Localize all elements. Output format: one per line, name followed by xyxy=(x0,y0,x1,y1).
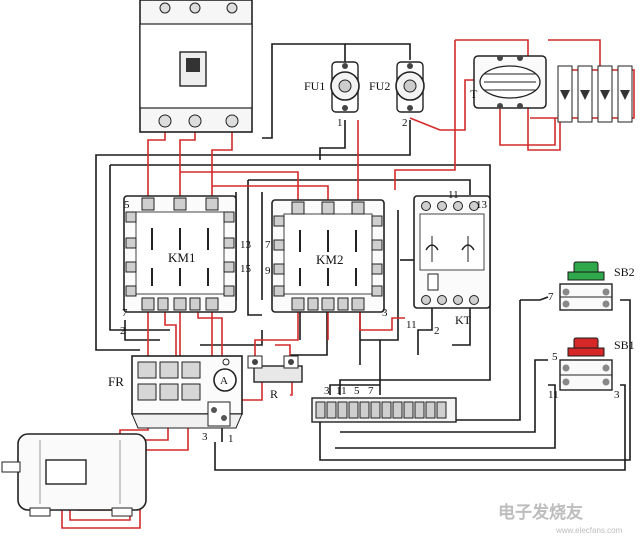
terminal-kt-11-top: 11 xyxy=(448,189,459,201)
terminal-kt-11-bottom: 11 xyxy=(406,319,417,331)
terminal-kt-2: 2 xyxy=(434,325,440,337)
terminal-block xyxy=(311,397,457,423)
terminal-block-7: 7 xyxy=(368,385,374,397)
circuit-breaker xyxy=(139,0,253,133)
km1-label: KM1 xyxy=(168,250,195,265)
time-relay-kt xyxy=(413,195,491,309)
terminal-fu2-out: 2 xyxy=(402,117,408,129)
terminal-km1-5: 5 xyxy=(124,199,130,211)
contactor-km2 xyxy=(271,199,385,313)
sb1-label: SB1 xyxy=(614,338,635,352)
fu2-label: FU2 xyxy=(369,79,390,93)
terminal-block-3: 3 xyxy=(324,385,330,397)
km2-label: KM2 xyxy=(316,252,343,267)
black-wires xyxy=(95,43,631,471)
transformer-label: T xyxy=(470,87,478,101)
pushbutton-sb1 xyxy=(559,337,613,391)
terminal-sb1-5: 5 xyxy=(552,351,558,363)
resistor-r xyxy=(247,355,303,383)
watermark-url: www.elecfans.com xyxy=(555,526,623,535)
kt-label: KT xyxy=(455,313,472,327)
terminal-km1-15: 15 xyxy=(240,263,252,275)
fuse-fu1 xyxy=(330,61,360,113)
transformer xyxy=(473,55,547,109)
terminal-fr-1: 1 xyxy=(228,433,234,445)
fuse-fu2 xyxy=(395,61,425,113)
terminal-fu1-out: 1 xyxy=(337,117,343,129)
pushbutton-sb2 xyxy=(559,261,613,311)
terminal-fr-3: 3 xyxy=(202,431,208,443)
rectifier-bridge xyxy=(557,65,633,123)
ammeter-icon xyxy=(213,368,237,392)
watermark: 电子发烧友 www.elecfans.com xyxy=(498,502,623,535)
terminal-km1-7: 7 xyxy=(122,307,128,319)
labels: FU1 FU2 T KM1 KM2 KT FR R SB2 SB1 A 1 2 … xyxy=(108,79,635,445)
terminal-sb1-3: 3 xyxy=(614,389,620,401)
terminal-km1-13: 13 xyxy=(240,239,252,251)
terminal-block-11: 11 xyxy=(336,385,347,397)
fu1-label: FU1 xyxy=(304,79,325,93)
ammeter-label: A xyxy=(220,375,228,387)
terminal-km2-9: 9 xyxy=(265,265,271,277)
terminal-block-5: 5 xyxy=(354,385,360,397)
watermark-text: 电子发烧友 xyxy=(498,502,583,522)
sb2-label: SB2 xyxy=(614,265,635,279)
terminal-kt-13: 13 xyxy=(476,199,488,211)
thermal-relay-fr xyxy=(131,355,243,429)
terminal-sb2-7: 7 xyxy=(548,291,554,303)
contactor-km1 xyxy=(123,195,237,313)
terminal-km1-2: 2 xyxy=(120,325,126,337)
motor xyxy=(1,433,147,517)
terminal-sb1-11: 11 xyxy=(548,389,559,401)
terminal-km2-7: 7 xyxy=(265,239,271,251)
resistor-label: R xyxy=(270,387,278,401)
terminal-km2-3: 3 xyxy=(382,307,388,319)
fr-label: FR xyxy=(108,374,124,389)
